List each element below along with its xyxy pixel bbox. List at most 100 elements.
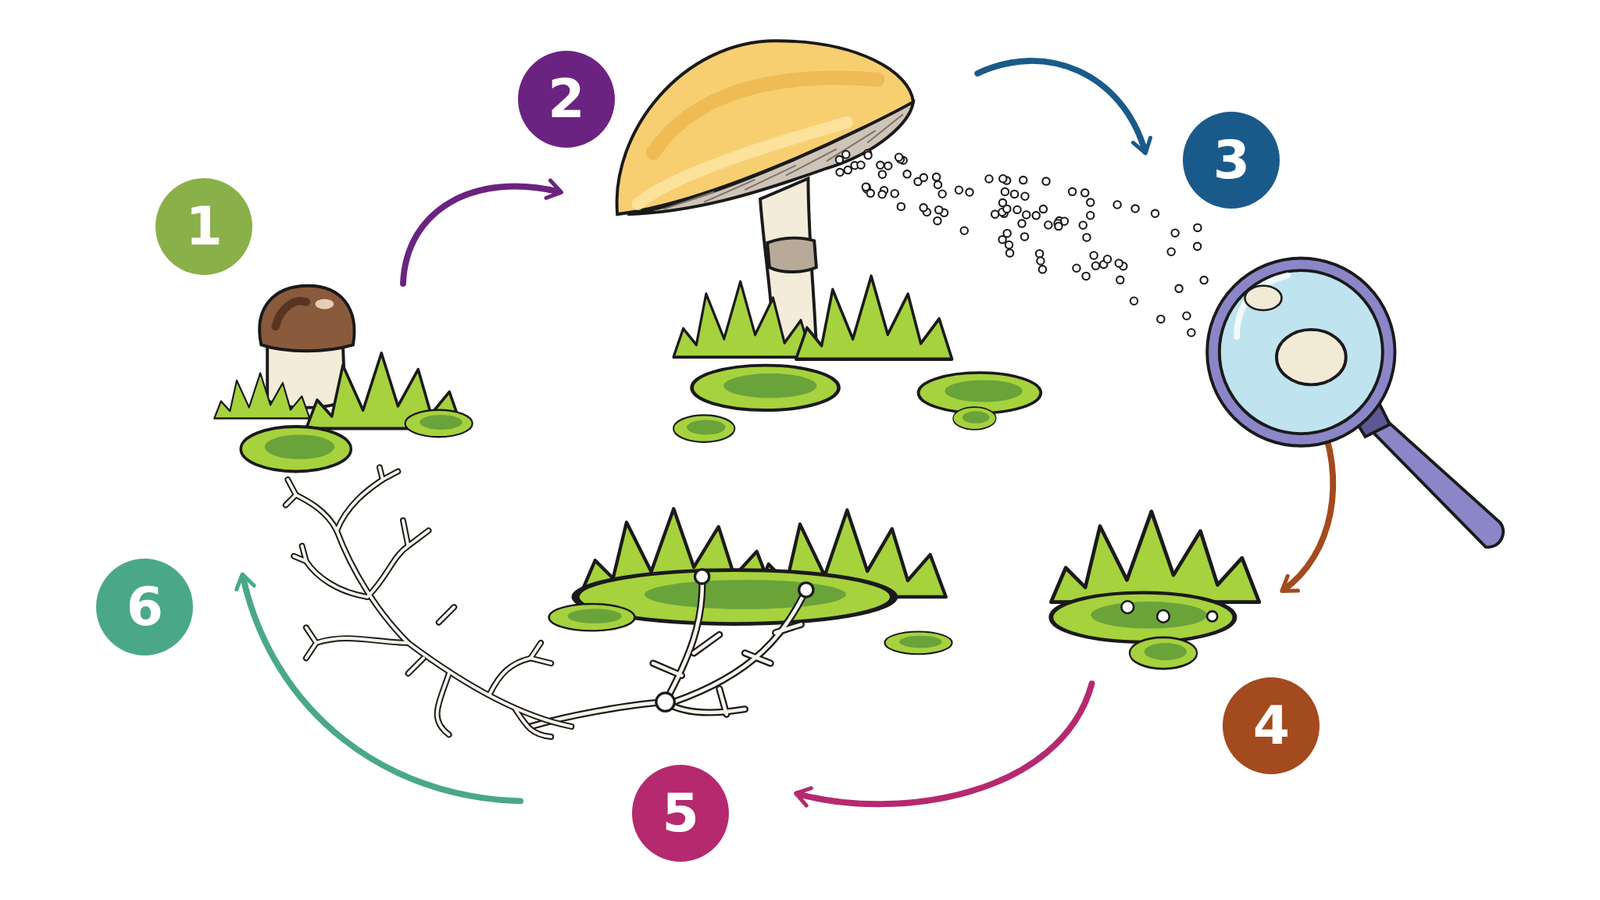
callout-number: 2 — [517, 50, 615, 148]
spore — [1001, 188, 1009, 196]
spore — [844, 166, 852, 174]
spore — [835, 168, 843, 176]
spore-cloud — [835, 150, 1208, 337]
spore — [857, 161, 865, 169]
mycelium-strand — [367, 546, 408, 597]
spore — [1193, 224, 1201, 232]
spore — [1035, 250, 1043, 258]
spore — [1115, 259, 1123, 267]
mycelium-strand — [296, 494, 337, 531]
spore — [862, 183, 870, 191]
mycelium-strand — [489, 657, 531, 694]
spore — [897, 203, 905, 211]
spore — [1010, 190, 1018, 198]
mycelium-strand — [306, 627, 317, 658]
mycelium-strand — [379, 467, 399, 480]
spore — [864, 151, 872, 159]
spore — [1082, 233, 1090, 241]
mature-mushroom — [617, 40, 1042, 443]
spore — [1130, 297, 1138, 305]
spore — [1116, 276, 1124, 284]
spore — [938, 190, 946, 198]
mycelium-strand — [316, 638, 409, 643]
spore — [1131, 204, 1139, 212]
callout-number: 5 — [632, 764, 729, 862]
spore — [1081, 189, 1089, 197]
mycelium-strand — [489, 657, 531, 694]
mycelium-strand — [515, 709, 552, 737]
spore — [934, 181, 942, 189]
spore — [891, 189, 899, 197]
mycelium-strand — [336, 479, 383, 531]
spore — [1003, 229, 1011, 237]
mycelium-strand — [293, 546, 307, 562]
spore — [1089, 251, 1097, 259]
mycelium-strand — [379, 467, 399, 480]
spore — [1187, 328, 1195, 336]
mycelium-strand — [336, 530, 572, 727]
mycelium-strand — [403, 520, 429, 547]
spore — [1021, 232, 1029, 240]
mycelium-strand — [336, 479, 383, 531]
callout-number: 3 — [1182, 111, 1280, 209]
spore — [920, 174, 928, 182]
spore — [1175, 285, 1183, 293]
mycelium-strand — [336, 530, 572, 727]
young-mushroom — [214, 285, 472, 472]
mycelium-strand — [306, 627, 317, 658]
callout-number: 1 — [155, 178, 253, 275]
spore — [1200, 276, 1208, 284]
spore — [1113, 200, 1121, 208]
spore — [878, 190, 886, 198]
spore — [1022, 210, 1030, 218]
spore — [1005, 241, 1013, 249]
spore — [1151, 210, 1159, 218]
spore — [1021, 192, 1029, 200]
mycelium-strand — [367, 546, 408, 597]
spore — [1193, 242, 1201, 250]
mycelium-strand — [407, 607, 454, 674]
spore — [876, 161, 884, 169]
mycelium-strand — [293, 546, 307, 562]
hyphae — [530, 508, 952, 727]
spore — [985, 175, 993, 183]
spore — [862, 183, 870, 191]
germinating-spores — [1050, 511, 1259, 669]
spore — [1013, 206, 1021, 214]
spore — [1032, 211, 1040, 219]
spore — [1044, 221, 1052, 229]
spore — [932, 173, 940, 181]
mycelium-strand — [515, 709, 552, 737]
spore — [919, 203, 927, 211]
spore — [1086, 198, 1094, 206]
spore — [895, 153, 903, 161]
callout-number: 4 — [1222, 677, 1320, 775]
spore — [1103, 255, 1111, 263]
mycelium-strand — [403, 520, 429, 547]
spore — [1167, 248, 1175, 256]
spore — [884, 162, 892, 170]
mycelium-strand — [407, 607, 454, 674]
mycelium-strand — [530, 642, 551, 664]
mycelium — [285, 467, 572, 737]
mycelium-strand — [285, 479, 297, 506]
mycelium-strand — [285, 479, 297, 506]
mycelium-strand — [316, 638, 409, 643]
spore — [991, 210, 999, 218]
callout-number: 6 — [96, 558, 193, 656]
spore — [1068, 188, 1076, 196]
spore — [999, 199, 1007, 207]
spore — [965, 188, 973, 196]
spore — [1017, 219, 1025, 227]
spore — [842, 150, 850, 158]
magnifier — [1207, 257, 1504, 547]
spore — [1042, 177, 1050, 185]
spore — [1039, 265, 1047, 273]
spore — [935, 206, 943, 214]
spore — [955, 186, 963, 194]
spore — [1086, 211, 1094, 219]
spore — [1079, 221, 1087, 229]
mycelium-strand — [437, 673, 450, 735]
spore — [1092, 261, 1100, 269]
mycelium-strand — [306, 560, 368, 597]
